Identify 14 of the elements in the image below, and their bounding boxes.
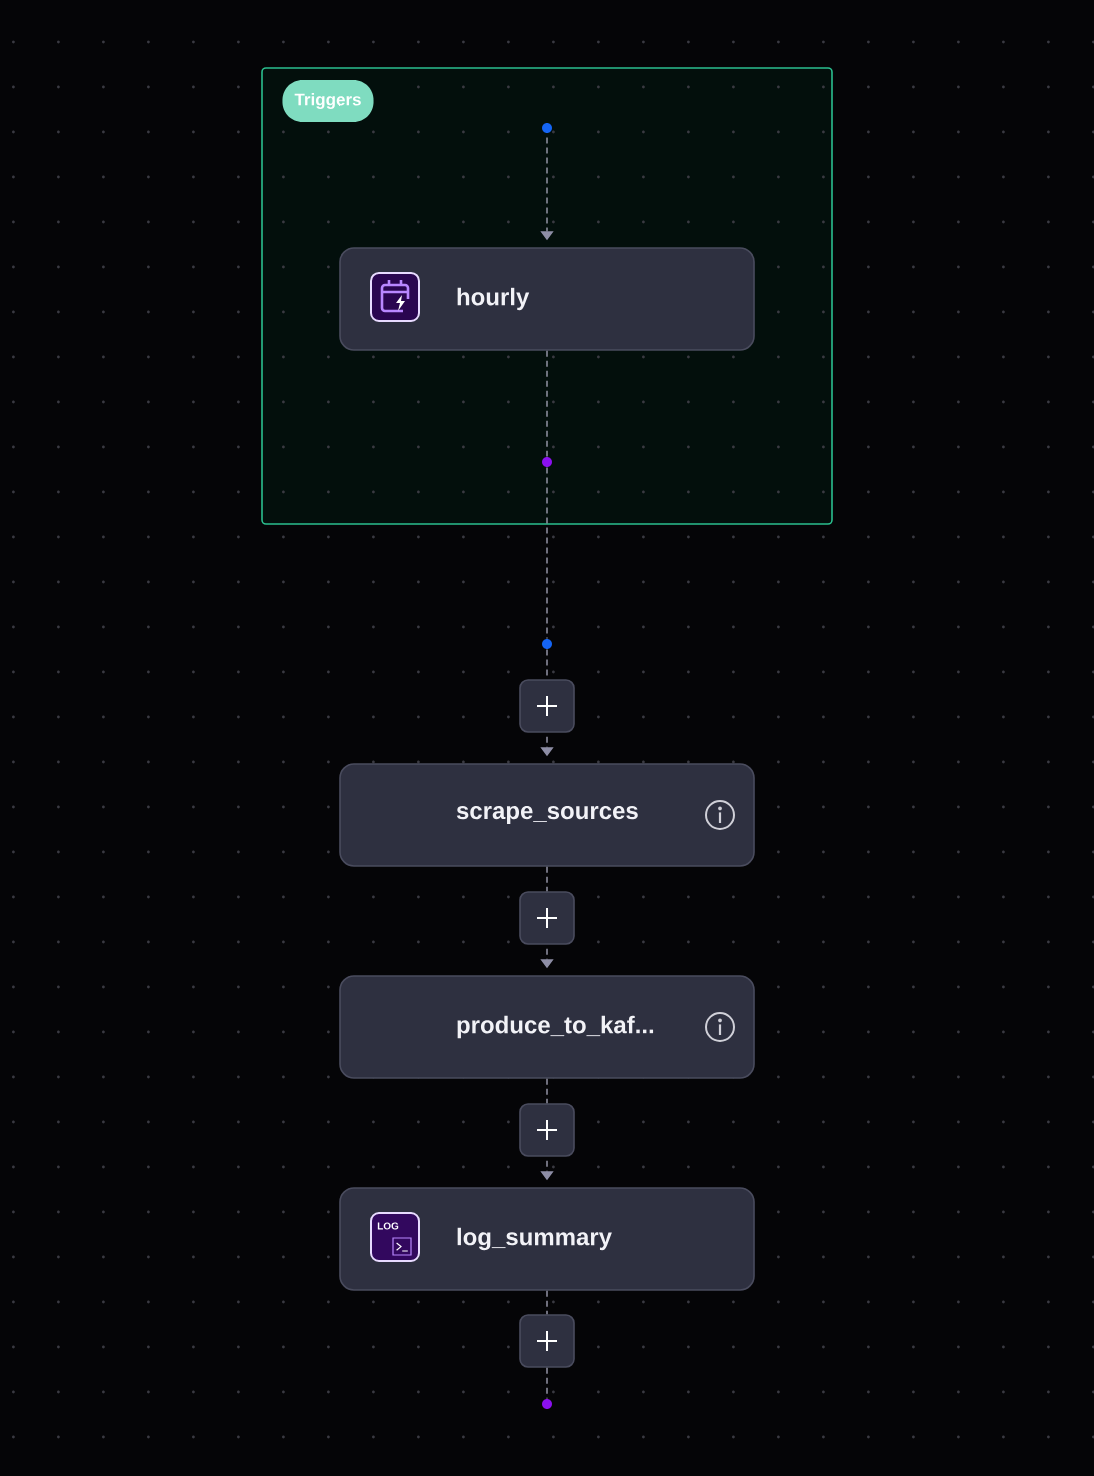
task-box: scrape_sources xyxy=(339,763,755,867)
add-button xyxy=(519,679,575,733)
connector-line xyxy=(546,866,548,892)
task-box: hourly xyxy=(339,247,755,351)
add-button xyxy=(519,1314,575,1368)
connector-line xyxy=(546,648,548,680)
connector-line xyxy=(546,350,548,458)
add-button xyxy=(519,1103,575,1157)
add-button xyxy=(519,891,575,945)
connector-line xyxy=(546,1078,548,1104)
connector-line xyxy=(546,1367,548,1400)
task-box: produce_to_kaf... xyxy=(339,975,755,1079)
connector-line xyxy=(546,466,548,640)
connector-line xyxy=(546,1290,548,1315)
